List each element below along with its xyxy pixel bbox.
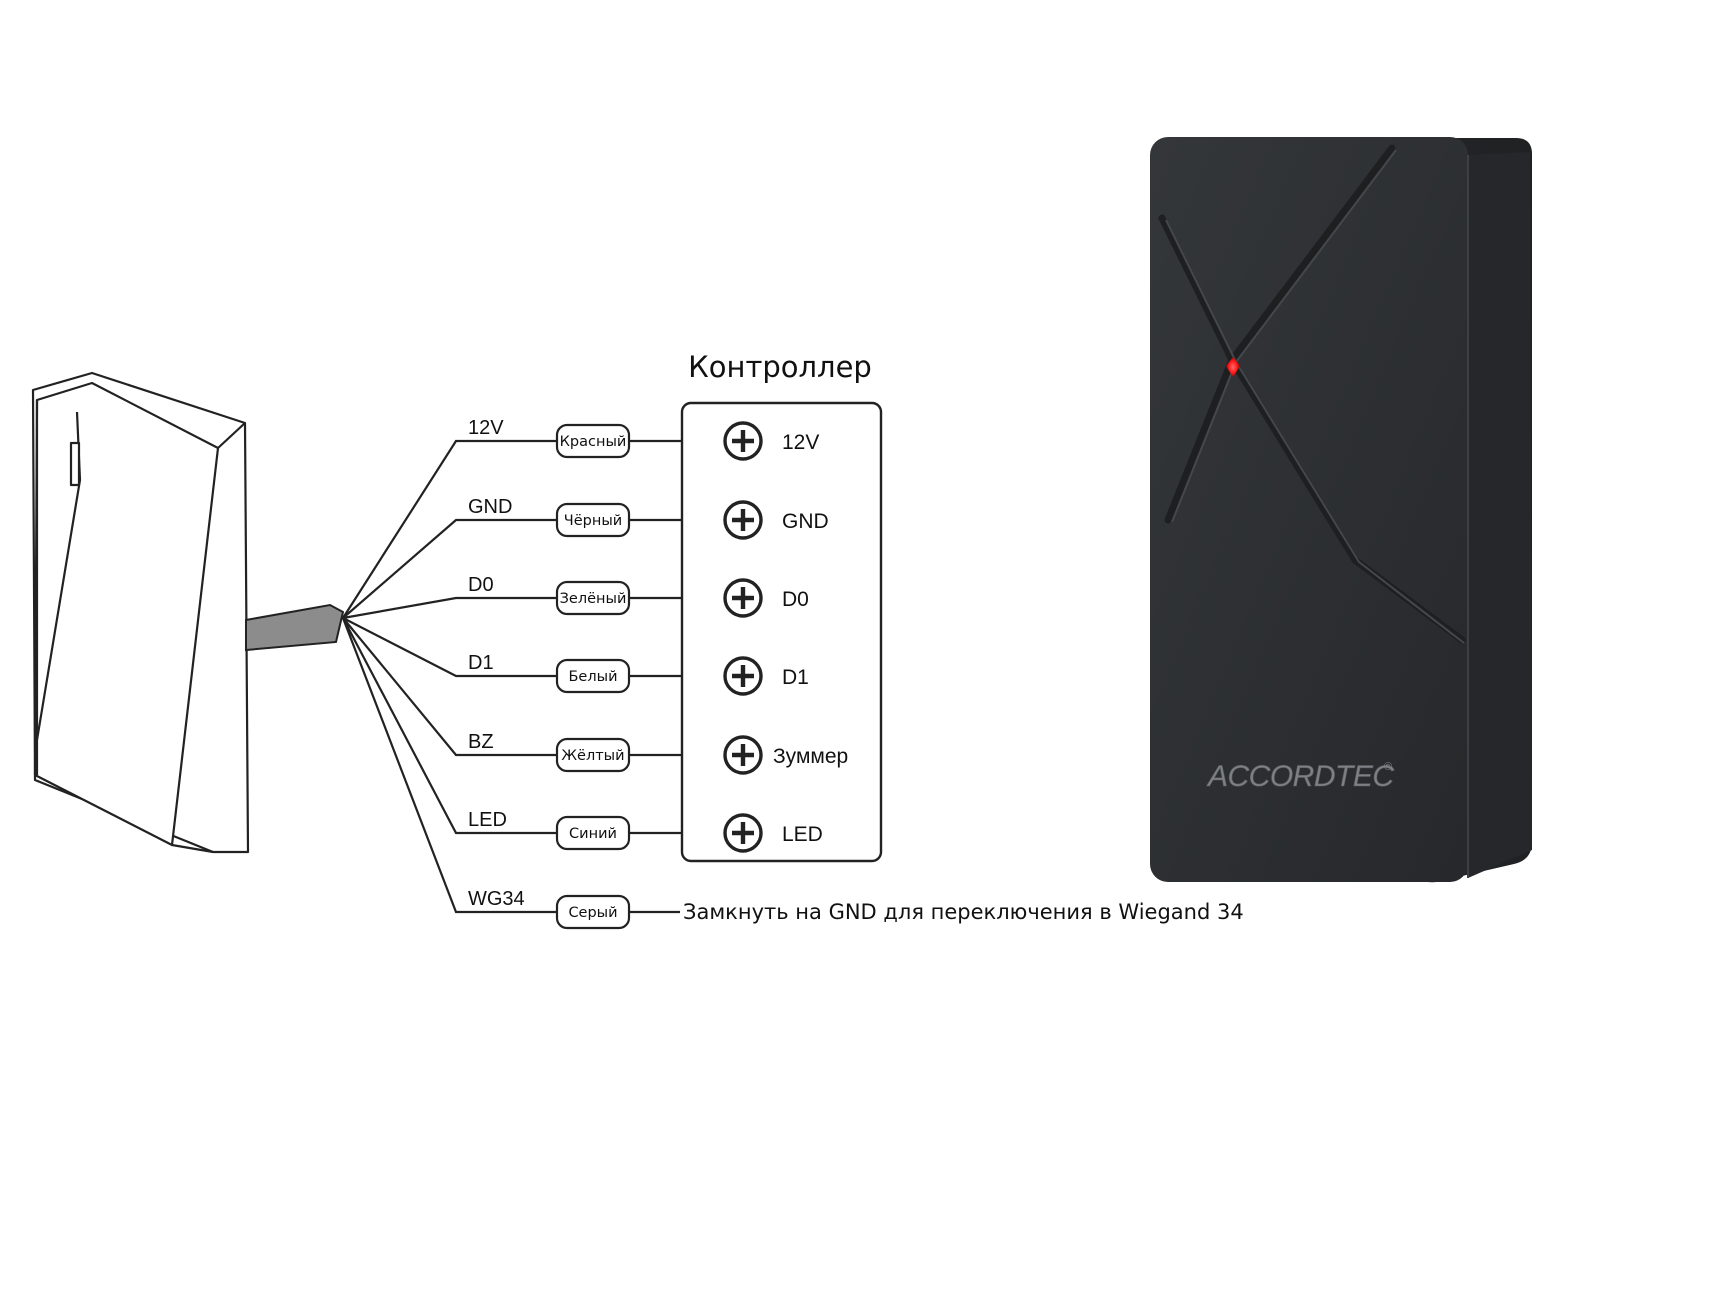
wire-color-label: Жёлтый [561, 748, 624, 764]
reader-cable [245, 603, 345, 652]
terminal-label: D0 [782, 588, 809, 611]
wire-color-pill [555, 815, 631, 851]
wire-name-label: D1 [468, 652, 494, 674]
wire-name-label: 12V [468, 417, 504, 439]
wire-name-label: BZ [468, 731, 494, 753]
plus-icon-cross [732, 665, 754, 687]
reader-drawing [31, 371, 250, 854]
terminal-label: LED [782, 823, 823, 846]
controller-title: Контроллер [688, 350, 872, 384]
wire-color-pill [555, 423, 631, 459]
wire-line [341, 617, 557, 914]
wire-color-label: Синий [569, 826, 617, 842]
wire-line [342, 439, 557, 619]
plus-icon-cross [732, 430, 754, 452]
wire-line [342, 617, 557, 757]
wg34-note: Замкнуть на GND для переключения в Wiega… [683, 900, 1244, 924]
status-led [1226, 357, 1240, 377]
terminal-label: GND [782, 510, 829, 533]
wire-color-label: Красный [560, 434, 627, 450]
terminal-label: 12V [782, 431, 819, 454]
wire-color-pill [555, 658, 631, 694]
plus-icon-cross [732, 744, 754, 766]
wire-color-label: Чёрный [564, 513, 622, 529]
wire-color-pill [555, 502, 631, 538]
wire-line [342, 617, 557, 678]
wire-line [342, 596, 557, 620]
wire-color-pill [555, 737, 631, 773]
controller-box [680, 401, 883, 863]
wire-color-pill [555, 894, 631, 930]
plus-icon-cross [732, 587, 754, 609]
wire-name-label: WG34 [468, 888, 525, 910]
wire-color-pill [555, 580, 631, 616]
brand-trademark: ® [1384, 761, 1392, 773]
wire-line [342, 518, 557, 619]
plus-icon-cross [732, 822, 754, 844]
wires [341, 439, 682, 914]
wire-name-label: GND [468, 496, 512, 518]
terminal-label: D1 [782, 666, 809, 689]
brand-logo: ACCORDTEC [1206, 760, 1394, 793]
wire-name-label: D0 [468, 574, 494, 596]
wire-color-label: Белый [568, 669, 617, 685]
wire-line [342, 617, 557, 835]
terminal-label: Зуммер [773, 745, 848, 768]
reader-product: ACCORDTEC ® [1150, 137, 1532, 883]
plus-icon-cross [732, 509, 754, 531]
wire-name-label: LED [468, 809, 507, 831]
wire-color-label: Зелёный [560, 591, 627, 607]
wire-color-label: Серый [568, 905, 617, 921]
